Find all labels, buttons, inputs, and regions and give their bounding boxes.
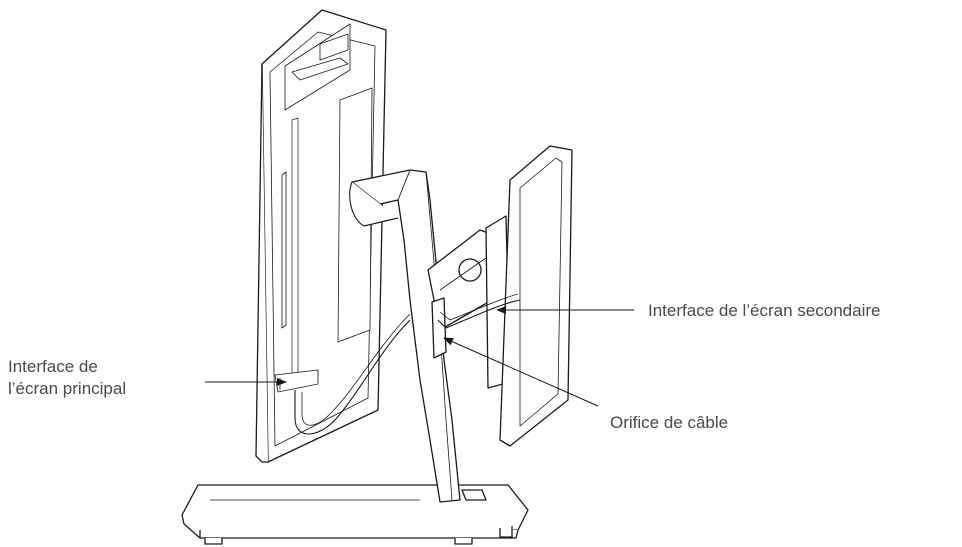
main-cable [294, 319, 411, 435]
main-interface-label-line1: Interface de [8, 357, 98, 376]
secondary-display [499, 145, 573, 447]
secondary-display-interface-label: Interface de l’écran secondaire [648, 301, 881, 320]
main-cable-outline [301, 313, 411, 426]
secondary-cable [437, 299, 521, 329]
stand-base [181, 484, 529, 545]
main-display [255, 9, 387, 463]
cable-hole-arrow [443, 337, 599, 407]
secondary-cable-outline [439, 293, 519, 321]
main-interface-label-line2: l’écran principal [8, 379, 127, 398]
main-display-interface-label: Interface de l’écran principal [8, 356, 126, 400]
cable-hole-label: Orifice de câble [610, 413, 729, 432]
